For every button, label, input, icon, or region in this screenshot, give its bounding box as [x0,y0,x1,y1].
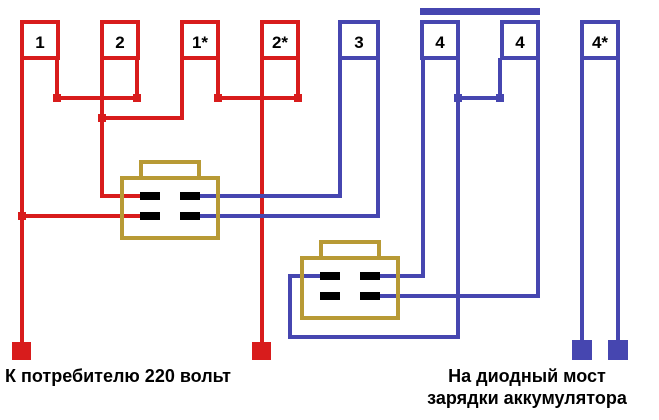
jumper-bar [420,8,540,15]
terminal-4a: 4 [420,20,460,60]
terminal-label: 4 [435,33,445,52]
terminal-label: 3 [354,33,363,52]
red-wires [12,58,302,360]
terminal-4b: 4 [500,20,540,60]
terminal-1: 1 [20,20,60,60]
output-terminal-blue-2 [608,340,628,360]
terminal-label: 1* [192,33,208,52]
caption-bridge-line1: На диодный мост [448,366,606,386]
output-terminal-red-1 [12,342,31,360]
terminal-label: 2* [272,33,288,52]
terminal-label: 4 [515,33,525,52]
output-terminal-red-2 [252,342,271,360]
caption-consumer: К потребителю 220 вольт [5,366,231,386]
connector-2 [300,240,400,320]
terminal-4-star: 4* [580,20,620,60]
connector-1 [120,160,220,240]
caption-bridge-line2: зарядки аккумулятора [427,388,628,408]
blue-wires [200,58,628,360]
output-terminal-blue-1 [572,340,592,360]
terminal-label: 4* [592,33,608,52]
terminal-label: 2 [115,33,124,52]
terminal-2: 2 [100,20,140,60]
terminal-2-star: 2* [260,20,300,60]
terminal-1-star: 1* [180,20,220,60]
terminal-3: 3 [338,20,380,60]
terminal-label: 1 [35,33,44,52]
